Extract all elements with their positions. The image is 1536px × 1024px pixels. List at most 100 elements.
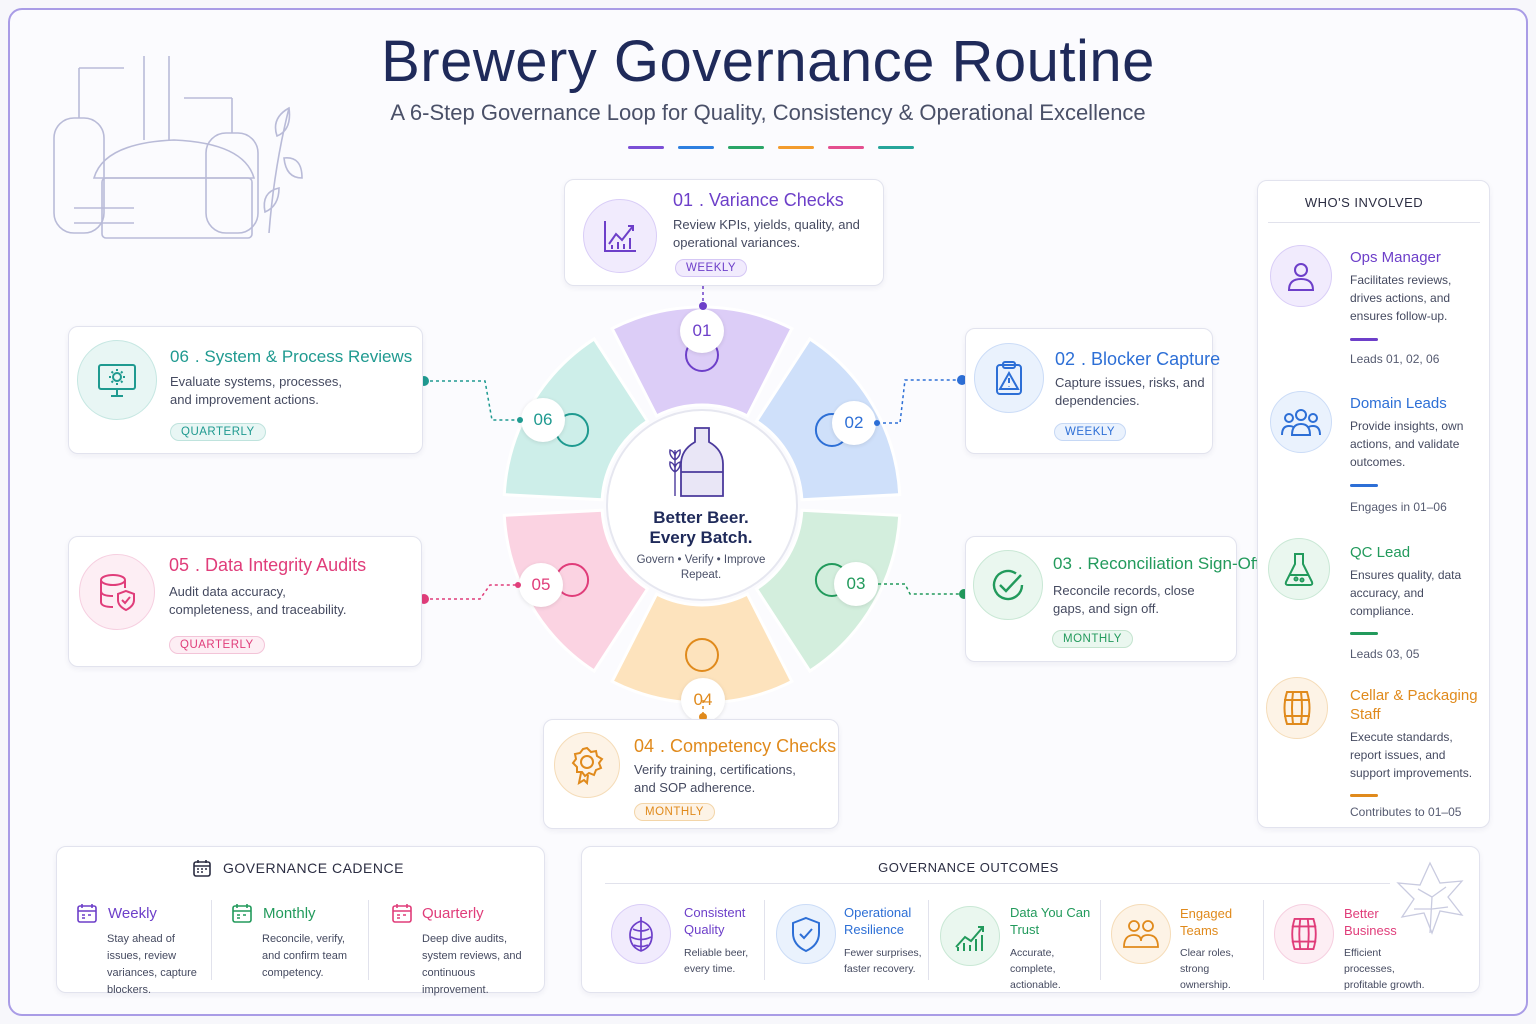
step-title-text: System & Process Reviews: [204, 347, 413, 366]
color-dash: [778, 146, 814, 149]
wheel-segment-02[interactable]: [754, 336, 902, 502]
step-card-06[interactable]: 06. System & Process Reviews Evaluate sy…: [68, 326, 423, 454]
step-title-text: Competency Checks: [670, 736, 837, 756]
who-name-qc-lead: QC Lead: [1350, 544, 1411, 561]
who-desc-cellar-staff: Execute standards, report issues, and su…: [1350, 730, 1473, 780]
outcome-separator: [1100, 900, 1101, 980]
wheel-segment-05[interactable]: [502, 508, 650, 674]
step-title-02: 02. Blocker Capture: [1055, 349, 1221, 369]
step-title-03: 03. Reconciliation Sign-Off: [1053, 554, 1260, 573]
outcome-title-resilience: Operational Resilience: [844, 905, 912, 937]
color-dash: [678, 146, 714, 149]
hop-icon: [611, 904, 671, 964]
step-card-01[interactable]: 01. Variance Checks Review KPIs, yields,…: [564, 179, 884, 286]
step-title-num: 01: [673, 190, 694, 210]
award-icon: [554, 732, 620, 798]
step-card-05[interactable]: 05. Data Integrity Audits Audit data acc…: [68, 536, 422, 667]
who-heading: WHO'S INVOLVED: [1304, 195, 1424, 210]
cadence-monthly-title: Monthly: [263, 905, 316, 922]
check-circle-icon: [973, 550, 1043, 620]
wheat-icon: [669, 449, 681, 496]
step-title-01: 01. Variance Checks: [673, 190, 844, 210]
outcome-separator: [764, 900, 765, 980]
center-slogan: Better Beer. Every Batch.: [616, 508, 786, 548]
cadence-heading: GOVERNANCE CADENCE: [223, 860, 404, 876]
step-badge-02: WEEKLY: [1054, 423, 1127, 441]
governance-wheel: [502, 305, 902, 705]
outcome-desc-business: Efficient processes, profitable growth.: [1344, 947, 1425, 991]
outcome-separator: [1263, 900, 1264, 980]
outcome-desc-quality: Reliable beer, every time.: [684, 947, 749, 975]
step-desc-06: Evaluate systems, processes, and improve…: [170, 374, 342, 407]
step-desc-03: Reconcile records, close gaps, and sign …: [1053, 583, 1195, 616]
who-name-ops-manager: Ops Manager: [1350, 249, 1441, 266]
color-dash: [728, 146, 764, 149]
step-number-03: 03: [834, 562, 878, 606]
outcome-separator: [928, 900, 929, 980]
cadence-separator: [368, 900, 369, 980]
outcomes-divider: [605, 883, 1390, 884]
who-note-qc-lead: Leads 03, 05: [1350, 647, 1420, 661]
step-title-06: 06. System & Process Reviews: [170, 347, 413, 366]
step-badge-06: QUARTERLY: [170, 423, 266, 441]
wheel-segment-01[interactable]: [610, 305, 794, 418]
step-title-text: Reconciliation Sign-Off: [1087, 554, 1260, 573]
step-title-text: Variance Checks: [709, 190, 844, 210]
step-number-05: 05: [519, 563, 563, 607]
who-desc-ops-manager: Facilitates reviews, drives actions, and…: [1350, 273, 1452, 323]
cadence-panel: [56, 846, 545, 993]
award-icon: [685, 638, 719, 672]
barrel-icon: [1266, 677, 1328, 739]
users-group-icon: [1270, 391, 1332, 453]
outcome-title-business: Better Business: [1344, 906, 1397, 938]
bottle-icon: [680, 427, 724, 497]
outcome-desc-resilience: Fewer surprises, faster recovery.: [844, 947, 922, 975]
who-bar: [1350, 632, 1378, 635]
step-title-num: 06: [170, 347, 189, 366]
outcome-title-quality: Consistent Quality: [684, 905, 746, 937]
cadence-weekly-title: Weekly: [108, 905, 157, 922]
step-card-04[interactable]: 04. Competency Checks Verify training, c…: [543, 719, 839, 829]
calendar-icon: [76, 902, 98, 929]
who-bar: [1350, 338, 1378, 341]
who-note-ops-manager: Leads 01, 02, 06: [1350, 352, 1440, 366]
step-desc-04: Verify training, certifications, and SOP…: [634, 762, 796, 795]
step-title-num: 04: [634, 736, 655, 756]
who-name-domain-leads: Domain Leads: [1350, 395, 1447, 412]
page-subtitle: A 6-Step Governance Loop for Quality, Co…: [390, 100, 1146, 125]
who-desc-domain-leads: Provide insights, own actions, and valid…: [1350, 419, 1464, 469]
who-name-cellar-staff: Cellar & Packaging Staff: [1350, 687, 1478, 723]
step-desc-05: Audit data accuracy, completeness, and t…: [169, 584, 347, 617]
step-title-04: 04. Competency Checks: [634, 736, 837, 756]
shield-check-icon: [776, 904, 836, 964]
database-shield-icon: [79, 554, 155, 630]
who-note-cellar-staff: Contributes to 01–05: [1350, 805, 1462, 819]
who-bar: [1350, 484, 1378, 487]
step-number-04: 04: [681, 678, 725, 722]
wheel-segment-04[interactable]: [610, 592, 794, 705]
step-title-text: Data Integrity Audits: [205, 555, 367, 575]
brewery-illustration: [53, 56, 303, 239]
cadence-monthly-desc: Reconcile, verify, and confirm team comp…: [262, 933, 347, 979]
wheel-segment-03[interactable]: [754, 508, 902, 674]
step-badge-01: WEEKLY: [675, 259, 748, 277]
step-badge-05: QUARTERLY: [169, 636, 265, 654]
calendar-icon: [391, 902, 413, 929]
color-dashes: [628, 146, 914, 149]
step-desc-02: Capture issues, risks, and dependencies.: [1055, 375, 1205, 408]
color-dash: [628, 146, 664, 149]
outcome-desc-data: Accurate, complete, actionable.: [1010, 947, 1061, 991]
cadence-separator: [211, 900, 212, 980]
flask-icon: [1268, 538, 1330, 600]
barrel-icon: [1274, 904, 1334, 964]
cadence-quarterly-title: Quarterly: [422, 905, 484, 922]
step-card-02[interactable]: 02. Blocker Capture Capture issues, risk…: [965, 328, 1220, 454]
center-line-2: Every Batch.: [649, 528, 753, 547]
wheel-segment-06[interactable]: [502, 336, 650, 502]
cadence-quarterly-desc: Deep dive audits, system reviews, and co…: [422, 933, 522, 996]
color-dash: [878, 146, 914, 149]
step-card-03[interactable]: 03. Reconciliation Sign-Off Reconcile re…: [965, 536, 1260, 662]
who-bar: [1350, 794, 1378, 797]
step-title-num: 03: [1053, 554, 1072, 573]
outcome-title-data: Data You Can Trust: [1010, 905, 1091, 937]
